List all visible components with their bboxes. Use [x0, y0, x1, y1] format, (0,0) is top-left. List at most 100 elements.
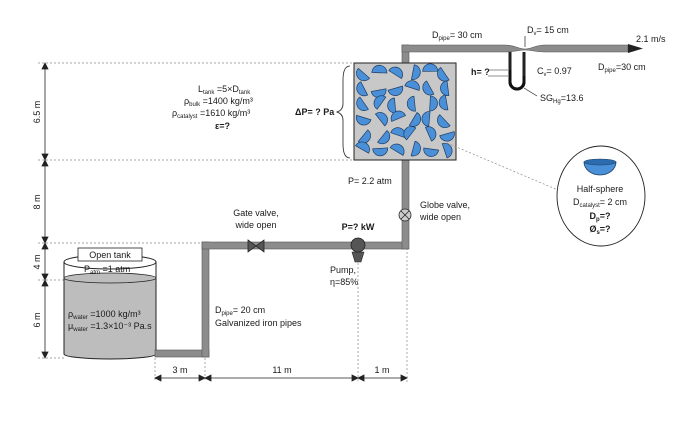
manometer-height: h= ? [471, 67, 490, 77]
dim-arrow [198, 374, 206, 382]
particle-callout [556, 145, 646, 247]
tank-label-box [77, 247, 143, 262]
dim-label-11m: 11 m [272, 365, 291, 375]
tank-patm: Patm =1 atm [84, 264, 130, 276]
dim-arrow [41, 279, 49, 287]
pipe-diameter: Dpipe= 20 cm [215, 305, 265, 317]
globe-valve-label-2: wide open [419, 212, 461, 222]
open-tank [63, 247, 157, 360]
half-sphere-icon [583, 161, 617, 176]
venturi-throat-diameter: Dv= 15 cm [527, 25, 569, 37]
catalyst-particle-icon [410, 140, 421, 157]
gate-valve[interactable] [247, 239, 265, 253]
catalyst-particle-icon [422, 80, 435, 96]
catalyst-particle-icon [374, 112, 388, 127]
manometer-mercury [508, 70, 526, 91]
dim-arrow [351, 374, 359, 382]
catalyst-particle-icon [440, 80, 450, 96]
flow-velocity: 2.1 m/s [636, 34, 666, 44]
pump[interactable] [350, 237, 366, 263]
dim-label-4m: 4 m [32, 254, 42, 269]
catalyst-particle-icon [356, 67, 371, 82]
catalyst-particle-icon [424, 126, 437, 142]
catalyst-particle-icon [438, 94, 449, 111]
catalyst-particle-icon [389, 143, 405, 156]
pipe-riser-2 [401, 159, 410, 250]
pipe-material: Galvanized iron pipes [215, 318, 302, 328]
venturi-d-pipe-2: Dpipe=30 cm [598, 62, 646, 74]
catalyst-particle-icon [390, 110, 406, 122]
particle-dp: Dp=? [590, 211, 611, 223]
catalyst-particle-icon [371, 64, 388, 74]
pipe-riser-1 [201, 241, 210, 358]
dim-arrow [41, 351, 49, 359]
catalyst-particle-icon [388, 66, 403, 79]
particle-diameter: Dcatalyst= 2 cm [573, 197, 627, 209]
catalyst-particle-icon [356, 81, 369, 97]
dim-label-6m: 6 m [32, 312, 42, 327]
flow-arrow-icon [628, 44, 643, 53]
gate-valve-label-2: wide open [234, 220, 276, 230]
tank-body [63, 262, 157, 360]
gate-valve-label-1: Gate valve, [233, 208, 279, 218]
catalyst-particle-icon [429, 95, 438, 112]
dim-label-1m: 1 m [374, 365, 389, 375]
catalyst-particle-icon [439, 131, 455, 142]
bed-brace [335, 65, 351, 159]
catalyst-particles [355, 63, 455, 159]
venturi-d-pipe: Dpipe= 30 cm [432, 30, 482, 42]
manometer-tube [508, 52, 526, 91]
dim-arrow [41, 153, 49, 161]
tank-viscosity: μwater =1.3×10⁻³ Pa.s [68, 321, 152, 333]
catalyst-particle-icon [377, 129, 391, 145]
pressure-label: P= 2.2 atm [348, 176, 392, 186]
catalyst-particle-icon [437, 114, 451, 128]
dim-arrow [41, 236, 49, 244]
catalyst-particle-icon [423, 147, 440, 157]
catalyst-particle-icon [441, 142, 453, 159]
pipe-top-venturi [401, 44, 629, 53]
dim-label-3m: 3 m [172, 365, 187, 375]
piping [154, 44, 629, 358]
manometer [488, 52, 526, 91]
dim-arrow [41, 273, 49, 281]
bed-length: Ltank =5×Dtank [198, 84, 251, 96]
sg-pointer [523, 87, 538, 97]
globe-valve-label-1: Globe valve, [420, 200, 470, 210]
pump-label: Pump, [330, 265, 356, 275]
pipe-bottom [154, 349, 210, 358]
catalyst-particle-icon [356, 96, 369, 111]
catalyst-particle-icon [355, 141, 370, 154]
catalyst-particle-icon [373, 95, 387, 110]
catalyst-particle-icon [403, 126, 417, 141]
globe-valve-cross [400, 210, 410, 220]
catalyst-particle-icon [422, 63, 439, 72]
mercury-sg: SGHg=13.6 [540, 93, 583, 105]
half-sphere-top [583, 158, 617, 166]
bed-pressure-drop: ΔP= ? Pa [295, 107, 335, 117]
dim-label-8m: 8 m [32, 194, 42, 209]
vertical-dimensions [41, 62, 49, 359]
venturi-cv: Cv= 0.97 [537, 66, 572, 78]
gate-valve-icon[interactable] [247, 239, 265, 253]
pump-efficiency: η=85% [330, 277, 358, 287]
tank-title: Open tank [89, 250, 131, 260]
tank-density: ρwater =1000 kg/m³ [68, 309, 141, 321]
catalyst-particle-icon [372, 147, 388, 157]
particle-title: Half-sphere [577, 184, 624, 194]
dim-arrow [204, 374, 212, 382]
dim-label-6-5m: 6.5 m [32, 101, 42, 124]
dim-arrow [41, 159, 49, 167]
dim-arrow [400, 374, 408, 382]
pump-base [351, 251, 365, 263]
catalyst-particle-icon [411, 64, 421, 80]
catalyst-particle-icon [437, 66, 450, 82]
horizontal-dimensions [154, 374, 408, 382]
catalyst-particle-icon [406, 95, 416, 112]
catalyst-particle-icon [404, 80, 420, 91]
bed-bulk-density: ρbulk =1400 kg/m³ [184, 96, 253, 108]
globe-valve[interactable] [398, 208, 412, 222]
pump-icon[interactable] [350, 237, 366, 253]
bed-column [353, 62, 457, 161]
